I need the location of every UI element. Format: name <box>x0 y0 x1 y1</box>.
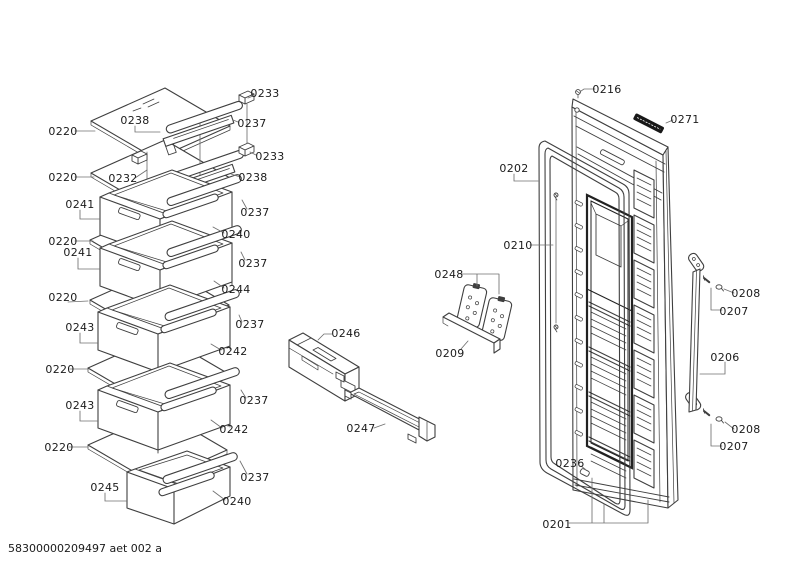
part-label-0237: 0237 <box>240 471 269 484</box>
part-label-0237: 0237 <box>240 206 269 219</box>
bottom-cap <box>579 468 590 477</box>
part-label-0220: 0220 <box>45 363 74 376</box>
part-label-0233: 0233 <box>250 87 279 100</box>
part-label-0237: 0237 <box>238 257 267 270</box>
handle-screw <box>701 274 712 284</box>
part-label-0207: 0207 <box>719 440 748 453</box>
freezer-door <box>538 89 724 516</box>
part-label-0202: 0202 <box>499 162 528 175</box>
ice-pack-group <box>442 280 514 354</box>
part-label-0206: 0206 <box>710 351 739 364</box>
part-label-0240: 0240 <box>221 228 250 241</box>
part-label-0220: 0220 <box>48 235 77 248</box>
door-liner-ribs <box>574 169 655 489</box>
part-label-0210: 0210 <box>503 239 532 252</box>
part-label-0242: 0242 <box>218 345 247 358</box>
part-label-0216: 0216 <box>592 83 621 96</box>
part-label-0237: 0237 <box>239 394 268 407</box>
screw-cover-cap <box>715 284 724 292</box>
ice-pack-shelf-end <box>493 338 501 354</box>
part-label-0208: 0208 <box>731 423 760 436</box>
part-label-0207: 0207 <box>719 305 748 318</box>
part-label-0247: 0247 <box>346 422 375 435</box>
part-label-0248: 0248 <box>434 268 463 281</box>
top-hinge-pin <box>575 89 581 99</box>
door-gasket <box>538 140 631 516</box>
mounting-clip <box>238 142 255 157</box>
door-grip-recess <box>599 149 625 166</box>
part-label-0208: 0208 <box>731 287 760 300</box>
brand-logo-plate <box>633 113 664 134</box>
part-label-0246: 0246 <box>331 327 360 340</box>
leader-lines <box>67 88 735 524</box>
part-label-0237: 0237 <box>237 117 266 130</box>
part-label-0236: 0236 <box>555 457 584 470</box>
handle-screw <box>701 407 712 417</box>
hinge-pin-hole <box>574 107 580 113</box>
part-label-0237: 0237 <box>235 318 264 331</box>
part-label-0220: 0220 <box>44 441 73 454</box>
door-inner-frame <box>585 193 634 470</box>
part-label-0240: 0240 <box>222 495 251 508</box>
part-label-0201: 0201 <box>542 518 571 531</box>
drawer-stack <box>97 169 233 525</box>
door-window-recess <box>595 213 622 268</box>
ice-maker-tray <box>344 387 436 444</box>
part-label-0241: 0241 <box>63 246 92 259</box>
ice-cube-maker <box>288 332 360 402</box>
part-label-0232: 0232 <box>108 172 137 185</box>
handle-bracket <box>686 251 706 274</box>
part-label-0209: 0209 <box>435 347 464 360</box>
part-label-0233: 0233 <box>255 150 284 163</box>
part-label-0243: 0243 <box>65 321 94 334</box>
document-number: 58300000209497 aet 002 a <box>8 542 162 555</box>
part-label-0271: 0271 <box>670 113 699 126</box>
screw-cover-cap <box>715 416 724 424</box>
screw-icon <box>553 324 559 333</box>
part-label-0238: 0238 <box>238 171 267 184</box>
part-label-0242: 0242 <box>219 423 248 436</box>
part-labels: 0233 0238 0220 0237 0233 0220 0232 0238 … <box>44 83 760 531</box>
part-label-0238: 0238 <box>120 114 149 127</box>
part-label-0220: 0220 <box>48 125 77 138</box>
part-label-0220: 0220 <box>48 171 77 184</box>
part-label-0241: 0241 <box>65 198 94 211</box>
part-label-0244: 0244 <box>221 283 250 296</box>
screw-icon <box>553 192 559 201</box>
part-label-0220: 0220 <box>48 291 77 304</box>
gasket-screws <box>553 192 559 333</box>
door-handle <box>683 251 706 413</box>
part-label-0243: 0243 <box>65 399 94 412</box>
part-label-0245: 0245 <box>90 481 119 494</box>
